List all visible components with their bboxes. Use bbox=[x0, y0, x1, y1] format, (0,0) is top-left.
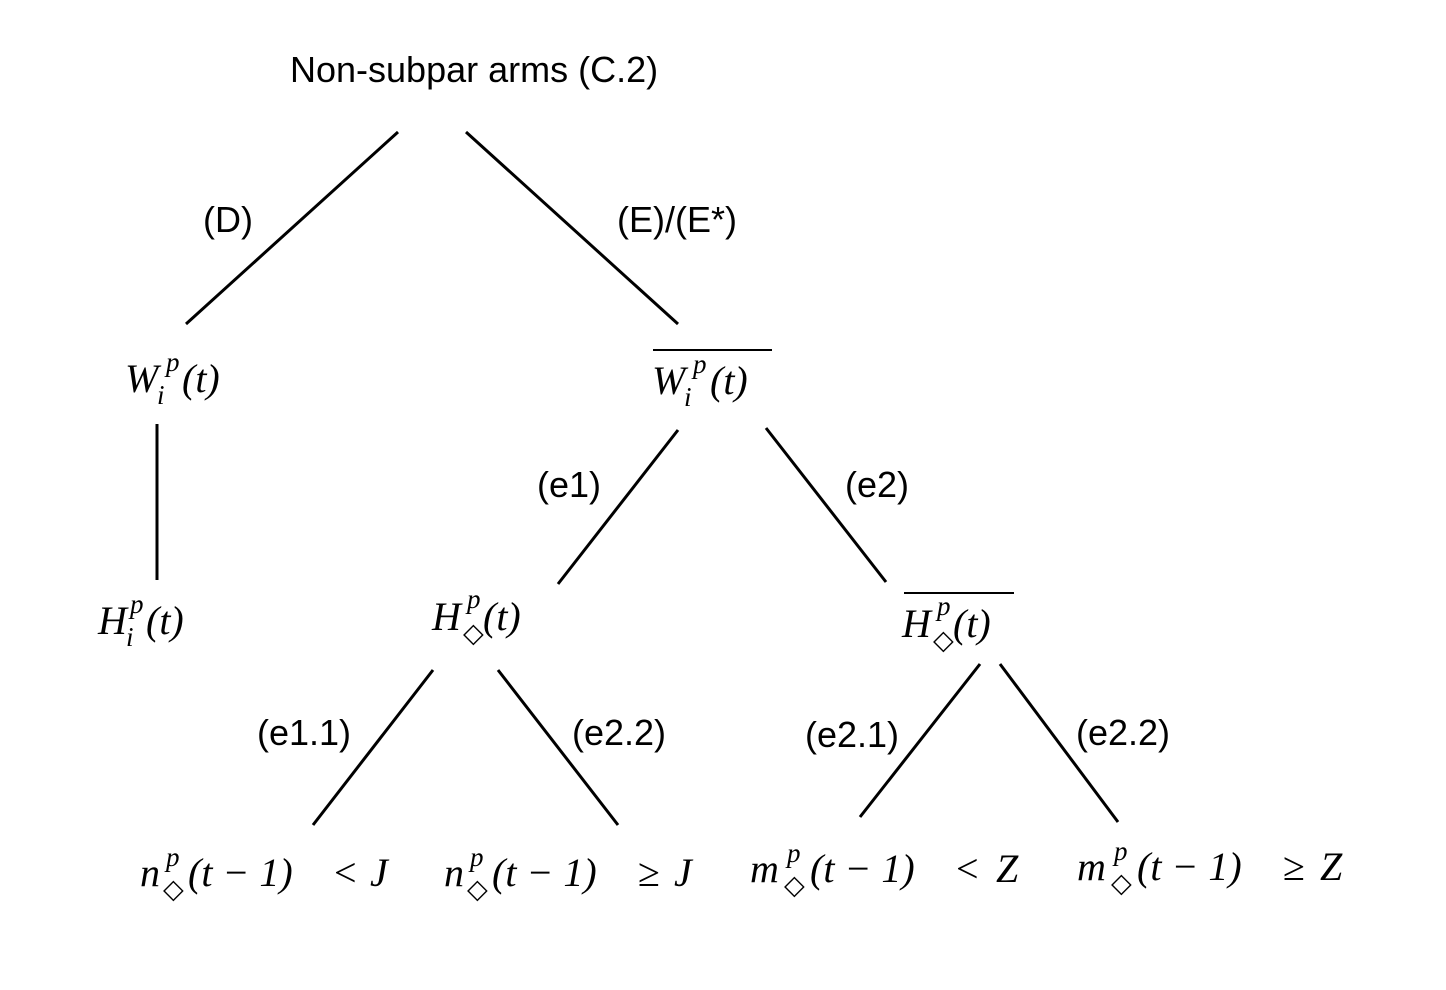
branch-label-e2-1: (e2.1) bbox=[805, 714, 899, 755]
svg-text:(t − 1): (t − 1) bbox=[188, 850, 293, 895]
edge-Hdiamond-to-n-ge bbox=[496, 669, 620, 826]
svg-text:◇: ◇ bbox=[933, 625, 954, 655]
svg-text:(t − 1): (t − 1) bbox=[1137, 844, 1242, 889]
svg-text:(t − 1): (t − 1) bbox=[810, 846, 915, 891]
branch-label-D: (D) bbox=[203, 199, 253, 240]
leaf-n-ge-J: n p ◇ (t − 1) ≥ J bbox=[444, 842, 694, 904]
edge-root-to-W bbox=[184, 130, 400, 326]
edge-Hdiamond-to-n-lt bbox=[311, 669, 435, 826]
svg-text:p: p bbox=[468, 842, 484, 872]
leaf-m-ge-Z: m p ◇ (t − 1) ≥ Z bbox=[1077, 836, 1343, 898]
svg-text:i: i bbox=[684, 382, 692, 412]
svg-text:p: p bbox=[465, 584, 481, 614]
svg-text:◇: ◇ bbox=[463, 618, 484, 648]
svg-text:<: < bbox=[956, 846, 979, 891]
svg-text:p: p bbox=[1112, 836, 1128, 866]
svg-text:<: < bbox=[334, 850, 357, 895]
svg-text:n: n bbox=[140, 850, 160, 895]
svg-text:H: H bbox=[97, 598, 129, 643]
svg-text:(t): (t) bbox=[483, 594, 521, 639]
node-W: W p i (t) bbox=[125, 347, 220, 410]
node-H: H p i (t) bbox=[97, 589, 184, 652]
leaf-m-less-than-Z: m p ◇ (t − 1) < Z bbox=[750, 838, 1019, 900]
edge-Wbar-to-Hdiamondbar bbox=[764, 427, 888, 583]
svg-text:(t): (t) bbox=[953, 601, 991, 646]
svg-text:◇: ◇ bbox=[1111, 868, 1132, 898]
svg-text:W: W bbox=[652, 358, 689, 403]
svg-text:p: p bbox=[128, 589, 144, 619]
edge-root-to-Wbar bbox=[464, 130, 680, 326]
svg-text:J: J bbox=[674, 850, 694, 895]
svg-text:≥: ≥ bbox=[1283, 844, 1305, 889]
svg-text:n: n bbox=[444, 850, 464, 895]
root-label: Non-subpar arms (C.2) bbox=[290, 49, 658, 90]
svg-text:(t): (t) bbox=[146, 598, 184, 643]
svg-text:Z: Z bbox=[1320, 844, 1343, 889]
svg-text:p: p bbox=[935, 591, 951, 621]
leaf-n-less-than-J: n p ◇ (t − 1) < J bbox=[140, 842, 390, 904]
edge-Hdiamondbar-to-m-lt bbox=[858, 663, 982, 818]
svg-text:◇: ◇ bbox=[163, 874, 184, 904]
svg-text:p: p bbox=[164, 842, 180, 872]
node-W-bar: W p i (t) bbox=[652, 349, 772, 412]
branch-label-e1-1: (e1.1) bbox=[257, 712, 351, 753]
branch-label-e2: (e2) bbox=[845, 464, 909, 505]
svg-text:(t − 1): (t − 1) bbox=[492, 850, 597, 895]
svg-text:p: p bbox=[691, 349, 707, 379]
edge-Wbar-to-Hdiamond bbox=[556, 429, 680, 585]
branch-label-E: (E)/(E*) bbox=[617, 199, 737, 240]
svg-text:m: m bbox=[1077, 844, 1106, 889]
branch-label-e2-2-right: (e2.2) bbox=[1076, 712, 1170, 753]
svg-text:W: W bbox=[125, 356, 162, 401]
svg-text:≥: ≥ bbox=[638, 850, 660, 895]
svg-text:(t): (t) bbox=[182, 356, 220, 401]
svg-text:p: p bbox=[164, 347, 180, 377]
edge-Hdiamondbar-to-m-ge bbox=[998, 663, 1120, 823]
branch-label-e1: (e1) bbox=[537, 464, 601, 505]
svg-text:i: i bbox=[126, 622, 134, 652]
branch-label-e2-2-left: (e2.2) bbox=[572, 712, 666, 753]
node-H-diamond: H p ◇ (t) bbox=[431, 584, 521, 648]
svg-text:Z: Z bbox=[996, 846, 1019, 891]
svg-text:i: i bbox=[157, 380, 165, 410]
svg-text:m: m bbox=[750, 846, 779, 891]
svg-text:p: p bbox=[785, 838, 801, 868]
svg-text:H: H bbox=[901, 601, 933, 646]
svg-text:◇: ◇ bbox=[784, 870, 805, 900]
svg-text:H: H bbox=[431, 594, 463, 639]
svg-text:(t): (t) bbox=[710, 358, 748, 403]
node-H-diamond-bar: H p ◇ (t) bbox=[901, 591, 1014, 655]
svg-text:J: J bbox=[370, 850, 390, 895]
svg-text:◇: ◇ bbox=[467, 874, 488, 904]
